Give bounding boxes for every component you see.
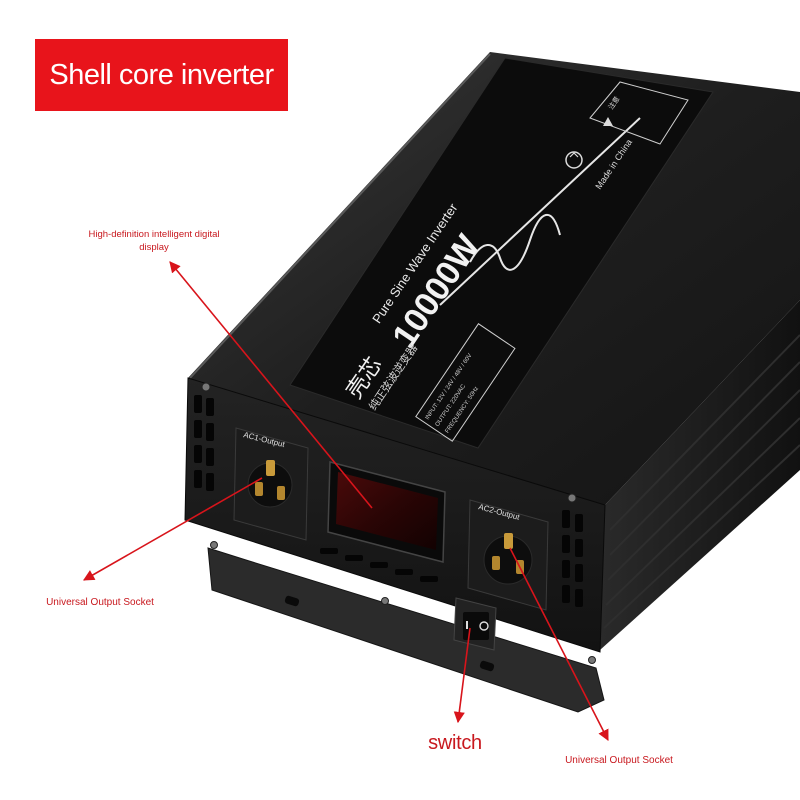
callout-socket-left-label: Universal Output Socket	[46, 597, 154, 608]
mounting-base-plate	[207, 547, 605, 713]
housing-screws	[201, 382, 596, 664]
arrow-display	[169, 261, 373, 509]
top-edge-highlight	[189, 53, 491, 379]
sine-wave-graphic	[469, 213, 561, 271]
warning-icon	[603, 117, 613, 126]
arrow-socket-left	[83, 477, 263, 581]
arrow-switch	[453, 627, 471, 724]
ac1-output-socket[interactable]	[233, 427, 309, 541]
title-banner: Shell core inverter	[35, 39, 288, 111]
front-vent-slots	[194, 395, 583, 607]
recycle-icon	[565, 151, 583, 169]
callout-socket-right-label: Universal Output Socket	[565, 755, 673, 766]
side-cooling-fins	[603, 334, 800, 629]
base-slot	[284, 595, 300, 607]
base-slot	[479, 660, 495, 672]
product-label-panel	[289, 57, 714, 449]
callout-arrows	[83, 261, 609, 741]
banner-title: Shell core inverter	[49, 58, 274, 91]
callout-switch-label: switch	[428, 732, 482, 754]
label-divider-line	[439, 117, 641, 306]
callout-display-label: High-definition intelligent digital disp…	[88, 229, 220, 253]
arrow-socket-right	[509, 547, 609, 741]
digital-display	[327, 461, 446, 563]
